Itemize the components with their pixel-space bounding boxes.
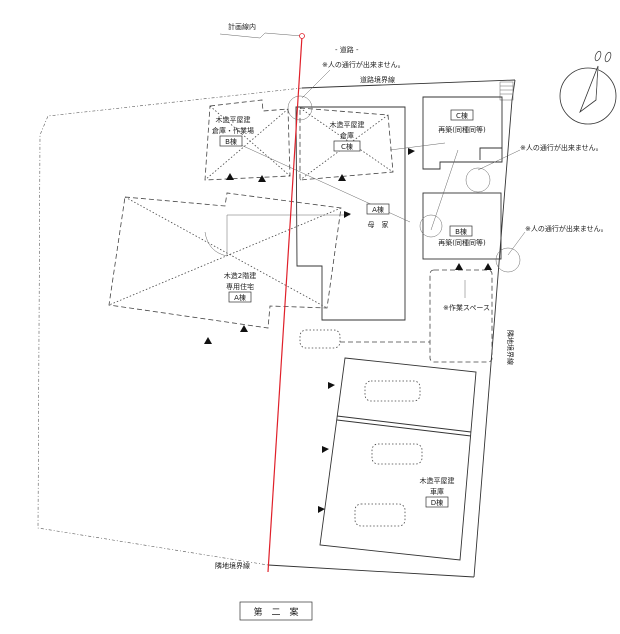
- main-house-tag: A棟: [372, 205, 384, 214]
- plan-title: 第 二 案: [253, 606, 298, 618]
- d-garage-tag: D棟: [431, 498, 443, 507]
- leader-lines: [219, 32, 526, 298]
- building-b-rebuild: [422, 192, 502, 260]
- b-rebuild-note: 再築(同種同等): [438, 238, 486, 247]
- c-rebuild-tag-box: [450, 109, 474, 121]
- adjacent-boundary-bottom: [267, 564, 475, 578]
- road-boundary-line: [301, 79, 516, 89]
- building-main-house: [295, 106, 406, 321]
- road-boundary-label: 道路境界線: [360, 75, 395, 84]
- b-storage-tag-box: [219, 135, 243, 147]
- plan-line: [267, 35, 303, 573]
- no-passage-circle: [419, 214, 443, 238]
- no-passage-circle: [495, 247, 521, 273]
- c-rebuild-note: 再築(同種同等): [438, 125, 486, 134]
- plan-line-label: 計画線内: [228, 22, 256, 31]
- c-storage-use: 倉庫: [340, 131, 354, 140]
- stairs-hatching: [499, 81, 514, 101]
- b-storage-type: 木造平屋建: [216, 115, 251, 124]
- adjacent-boundary-label-right: 隣地境界線: [506, 330, 515, 365]
- b-storage-tag: B棟: [225, 137, 237, 146]
- car-icons: [299, 329, 423, 527]
- a-house-tag: A棟: [234, 293, 246, 302]
- c-storage-tag-box: [333, 140, 361, 152]
- main-house-tag-box: [366, 203, 390, 215]
- a-house-tag-box: [228, 291, 252, 303]
- no-passage-note-mid: ※人の通行が出来ません。: [520, 143, 603, 152]
- plan-title-box: [239, 601, 313, 621]
- c-storage-tag: C棟: [341, 142, 353, 151]
- c-storage-type: 木造平屋建: [330, 120, 365, 129]
- d-garage-use: 車庫: [430, 487, 444, 496]
- adjacent-boundary-label-bottom: 隣地境界線: [215, 561, 250, 570]
- no-passage-note-right: ※人の通行が出来ません。: [525, 224, 608, 233]
- site-boundary-left: [37, 87, 303, 566]
- main-house-name: 母 家: [368, 220, 389, 229]
- work-space-area: [429, 269, 493, 363]
- building-c-rebuild: [422, 96, 503, 170]
- building-a-house: [108, 192, 350, 329]
- road-label: - 道路 -: [335, 45, 359, 54]
- north-compass-icon: [559, 50, 617, 125]
- plan-line-endpoint: [299, 33, 305, 39]
- d-garage-tag-box: [425, 496, 449, 508]
- b-storage-use: 倉庫・作業場: [212, 126, 254, 135]
- a-house-use: 専用住宅: [226, 282, 254, 291]
- building-b-storage: [204, 99, 291, 181]
- building-d-garage: [319, 357, 477, 561]
- b-rebuild-tag: B棟: [455, 227, 467, 236]
- d-garage-type: 木造平屋建: [420, 476, 455, 485]
- building-c-storage: [299, 107, 394, 181]
- no-passage-circle: [465, 167, 491, 193]
- entrance-arrows: [204, 148, 492, 513]
- a-house-type: 木造2階建: [224, 271, 256, 280]
- no-passage-note-top: ※人の通行が出来ません。: [322, 60, 405, 69]
- no-passage-circle: [287, 95, 313, 121]
- work-space-label: ※作業スペース: [443, 303, 490, 312]
- c-rebuild-tag: C棟: [456, 111, 468, 120]
- b-rebuild-tag-box: [449, 225, 473, 237]
